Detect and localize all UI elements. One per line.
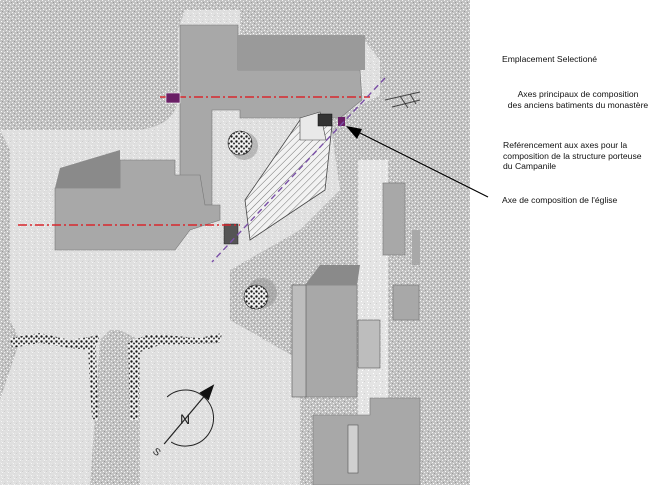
building-east-2-shadow — [305, 265, 360, 285]
crane-structure — [384, 91, 421, 109]
building-east-1 — [382, 182, 406, 256]
campanile-core — [317, 113, 333, 127]
church-shadow — [55, 150, 120, 188]
label-main-axes-line2: des anciens batiments du monastère — [507, 99, 649, 110]
tree-icon — [227, 130, 258, 160]
label-church-axis: Axe de composition de l'église — [502, 195, 618, 205]
axis-marker-right — [338, 117, 345, 126]
label-main-axes-line1: Axes principaux de composition — [517, 89, 639, 99]
white-margin — [470, 0, 657, 485]
hedge-west — [10, 333, 100, 420]
building-south — [312, 397, 421, 485]
axis-marker — [165, 92, 181, 104]
main-composition-axes — [18, 96, 370, 226]
hedge-east — [128, 333, 222, 420]
buildings — [54, 24, 421, 485]
label-main-axes: Axes principaux de composition des ancie… — [503, 89, 653, 110]
label-reference-axes: Reférencement aux axes pour la compositi… — [503, 140, 653, 172]
building-east-4 — [357, 319, 381, 369]
building-south-annex — [347, 424, 359, 474]
north-arrow-icon: N S — [150, 384, 215, 459]
building-east-3 — [392, 284, 420, 321]
leader-line — [355, 130, 489, 198]
label-reference-line3: du Campanile — [503, 161, 557, 171]
tree-icon — [243, 278, 277, 310]
label-reference-line1: Reférencement aux axes pour la — [503, 140, 628, 150]
building-east-2-annex — [291, 284, 307, 398]
leader-arrow-head — [346, 126, 362, 139]
monastery-north-wing-shadow — [238, 35, 365, 70]
building-east-far — [412, 230, 420, 265]
church-composition-axis — [211, 77, 386, 263]
label-selected-location: Emplacement Selectioné — [502, 54, 598, 64]
label-reference-line2: composition de la structure porteuse — [503, 150, 642, 161]
svg-text:N: N — [180, 411, 190, 427]
building-east-2 — [304, 284, 358, 398]
